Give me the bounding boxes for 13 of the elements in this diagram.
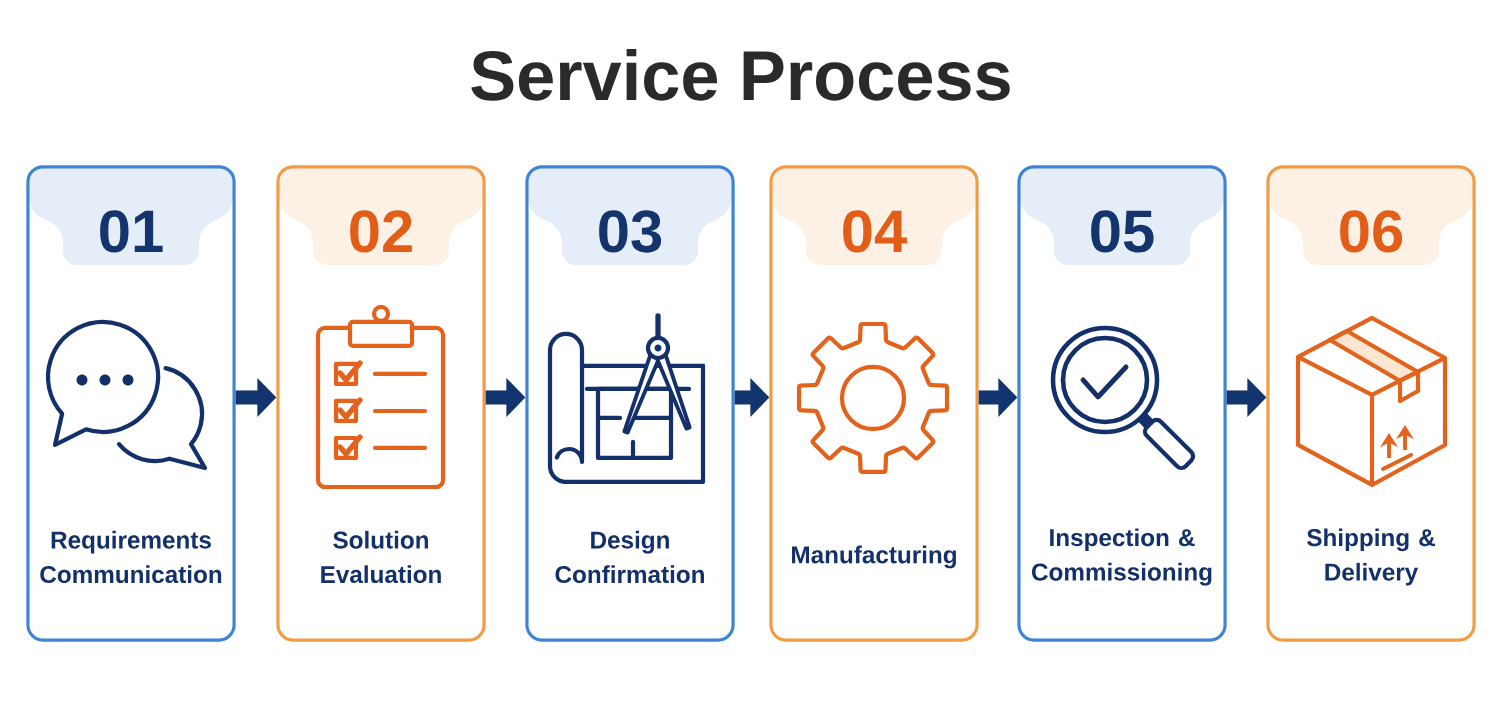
title: Service Process xyxy=(471,49,1010,101)
step-number: 02 xyxy=(350,210,412,253)
step-label: Requirements Communication xyxy=(40,530,222,584)
step-number: 03 xyxy=(599,210,662,253)
step-label: Shipping & Delivery xyxy=(1307,528,1435,586)
step-number: 05 xyxy=(1091,210,1154,253)
step-label: Design Confirmation xyxy=(555,530,704,584)
step-number: 04 xyxy=(843,210,907,253)
step-label: Solution Evaluation xyxy=(321,530,441,584)
step-label: Inspection & Commissioning xyxy=(1032,528,1212,586)
step-number: 01 xyxy=(100,210,163,253)
step-label: Manufacturing xyxy=(792,545,956,569)
step-number: 06 xyxy=(1340,210,1403,253)
